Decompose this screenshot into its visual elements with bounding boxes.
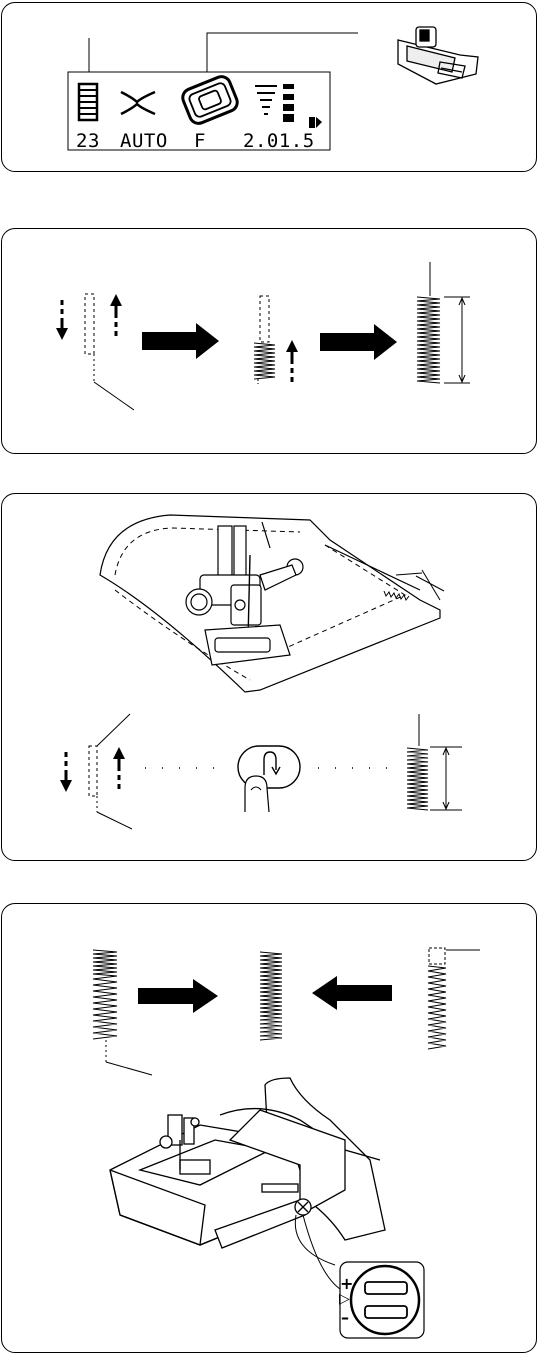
right-arrow-icon-3: [138, 979, 218, 1013]
leader-line-left: [106, 1062, 152, 1075]
balance-dial[interactable]: [351, 1266, 419, 1334]
sewing-machine-illustration: [110, 1078, 385, 1248]
zigzag-left-uneven: [93, 950, 117, 1039]
dial-indicator-icon: ▷: [339, 1291, 350, 1307]
dial-minus-label: –: [341, 1308, 349, 1327]
zigzag-right-uneven: [428, 966, 446, 1049]
zigzag-balanced: [260, 952, 282, 1040]
left-arrow-icon: [312, 976, 392, 1010]
